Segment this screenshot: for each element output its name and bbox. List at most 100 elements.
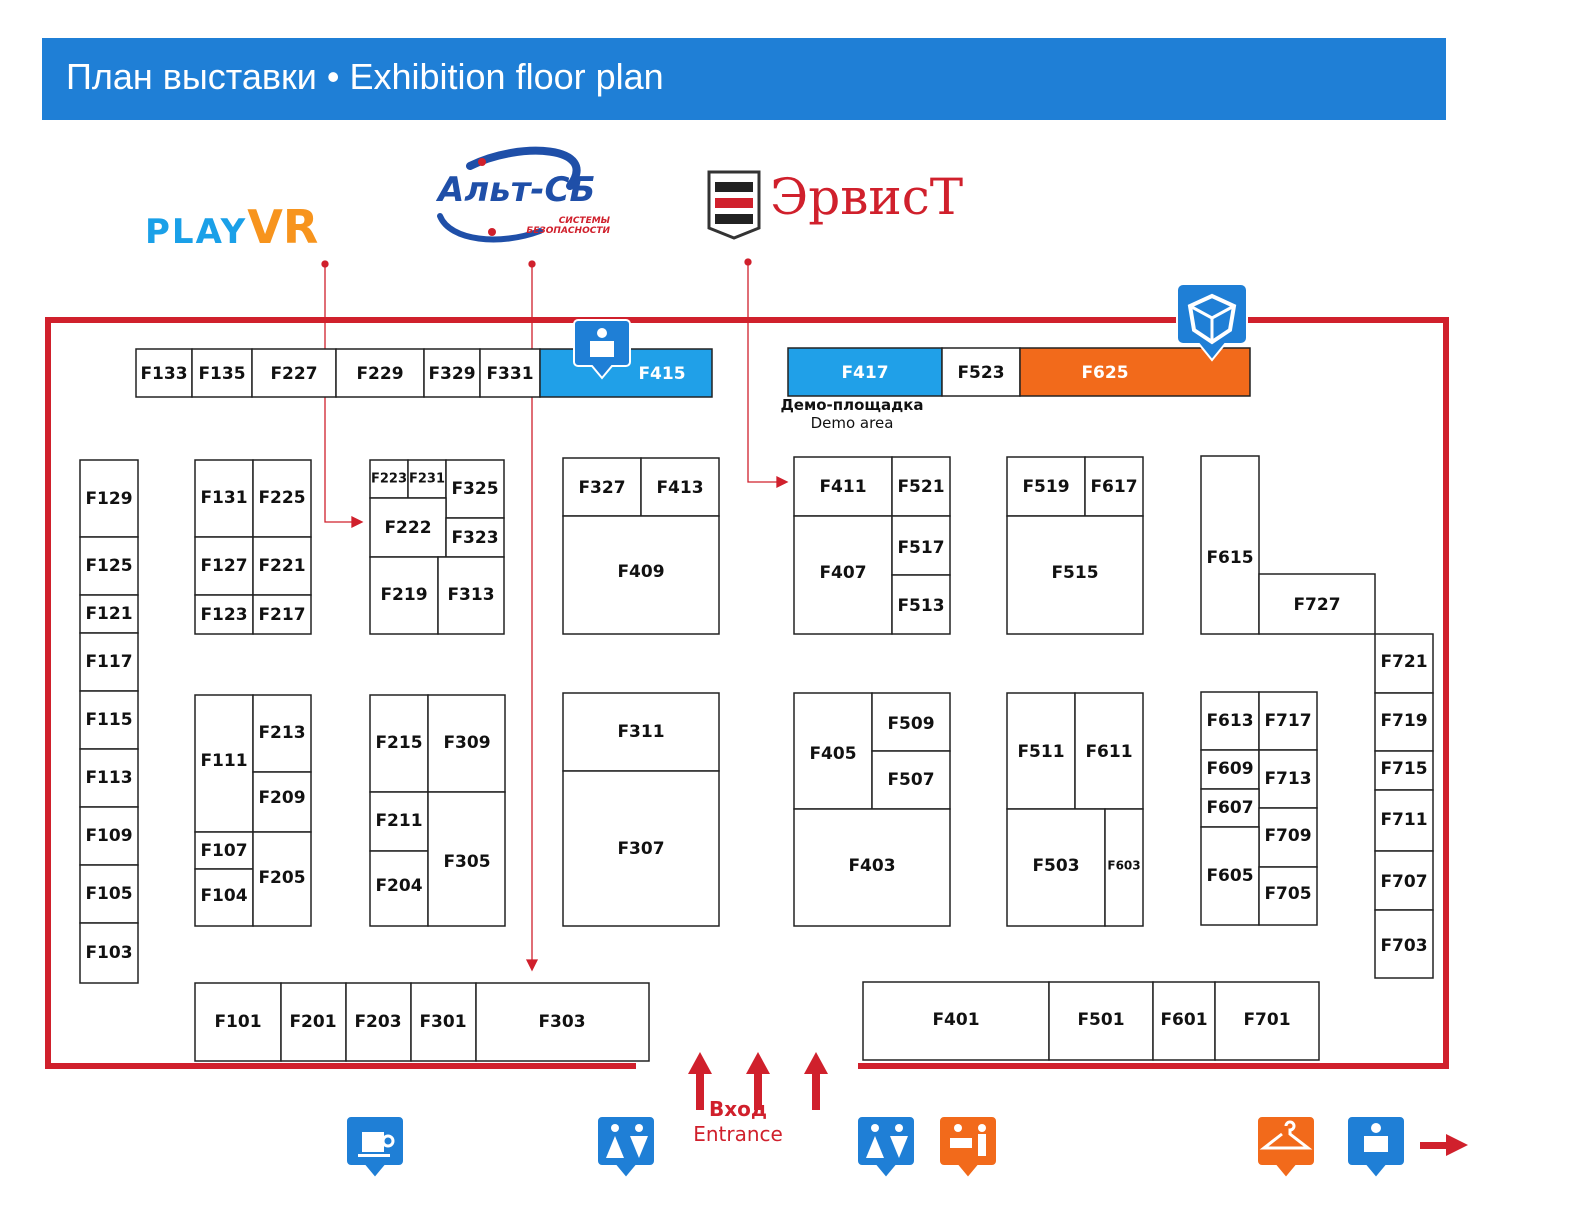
booth-F605[interactable]: F605 [1200, 826, 1260, 926]
booth-F603[interactable]: F603 [1104, 808, 1144, 927]
booth-F123[interactable]: F123 [194, 594, 254, 635]
booth-F409[interactable]: F409 [562, 515, 720, 635]
booth-F719[interactable]: F719 [1374, 692, 1434, 752]
booth-F327[interactable]: F327 [562, 457, 642, 517]
booth-F301[interactable]: F301 [410, 982, 477, 1062]
speaker-podium-icon[interactable] [1346, 1115, 1406, 1180]
speaker-podium-icon[interactable] [573, 319, 631, 380]
booth-F219[interactable]: F219 [369, 556, 439, 635]
booth-F103[interactable]: F103 [79, 922, 139, 984]
booth-F104[interactable]: F104 [194, 868, 254, 927]
booth-F217[interactable]: F217 [252, 594, 312, 635]
booth-F204[interactable]: F204 [369, 850, 429, 927]
booth-F617[interactable]: F617 [1084, 456, 1144, 517]
booth-F117[interactable]: F117 [79, 632, 139, 692]
booth-F105[interactable]: F105 [79, 864, 139, 924]
booth-F307[interactable]: F307 [562, 770, 720, 927]
booth-F205[interactable]: F205 [252, 831, 312, 927]
booth-F607[interactable]: F607 [1200, 788, 1260, 828]
booth-F109[interactable]: F109 [79, 806, 139, 866]
booth-F323[interactable]: F323 [445, 517, 505, 558]
booth-F517[interactable]: F517 [891, 515, 951, 576]
booth-F511[interactable]: F511 [1006, 692, 1076, 810]
booth-F601[interactable]: F601 [1152, 981, 1216, 1061]
booth-F229[interactable]: F229 [335, 348, 425, 398]
booth-F305[interactable]: F305 [427, 791, 506, 927]
booth-F111[interactable]: F111 [194, 694, 254, 833]
booth-F709[interactable]: F709 [1258, 807, 1318, 868]
coffee-icon[interactable] [345, 1115, 405, 1180]
booth-F107[interactable]: F107 [194, 831, 254, 870]
booth-F509[interactable]: F509 [871, 692, 951, 752]
booth-F715[interactable]: F715 [1374, 750, 1434, 791]
cloakroom-icon[interactable] [1256, 1115, 1316, 1180]
booth-F209[interactable]: F209 [252, 771, 312, 833]
booth-F127[interactable]: F127 [194, 536, 254, 596]
booth-F231[interactable]: F231 [407, 459, 447, 499]
booth-F727[interactable]: F727 [1258, 573, 1376, 635]
booth-F135[interactable]: F135 [191, 348, 253, 398]
booth-F113[interactable]: F113 [79, 748, 139, 808]
booth-F133[interactable]: F133 [135, 348, 193, 398]
booth-F215[interactable]: F215 [369, 694, 429, 793]
booth-F125[interactable]: F125 [79, 536, 139, 596]
booth-F129[interactable]: F129 [79, 459, 139, 538]
booth-F401[interactable]: F401 [862, 981, 1050, 1061]
booth-F303[interactable]: F303 [475, 982, 650, 1062]
booth-F721[interactable]: F721 [1374, 633, 1434, 694]
restroom-icon[interactable] [856, 1115, 916, 1180]
booth-F211[interactable]: F211 [369, 791, 429, 852]
booth-F203[interactable]: F203 [345, 982, 412, 1062]
booth-F717[interactable]: F717 [1258, 691, 1318, 751]
booth-F313[interactable]: F313 [437, 556, 505, 635]
booth-label: F603 [1107, 859, 1140, 873]
booth-F705[interactable]: F705 [1258, 866, 1318, 926]
booth-F707[interactable]: F707 [1374, 850, 1434, 911]
exit-arrow-icon[interactable] [1420, 1134, 1468, 1156]
booth-F311[interactable]: F311 [562, 692, 720, 772]
booth-F329[interactable]: F329 [423, 348, 481, 398]
booth-F325[interactable]: F325 [445, 459, 505, 519]
booth-F413[interactable]: F413 [640, 457, 720, 517]
playvr-logo[interactable]: PLAYVR [145, 200, 318, 254]
booth-F403[interactable]: F403 [793, 808, 951, 927]
booth-F713[interactable]: F713 [1258, 749, 1318, 809]
booth-F503[interactable]: F503 [1006, 808, 1106, 927]
registration-icon[interactable] [938, 1115, 998, 1180]
booth-F131[interactable]: F131 [194, 459, 254, 538]
booth-F223[interactable]: F223 [369, 459, 409, 499]
booth-F411[interactable]: F411 [793, 456, 893, 517]
booth-F611[interactable]: F611 [1074, 692, 1144, 810]
booth-F703[interactable]: F703 [1374, 909, 1434, 979]
booth-F523[interactable]: F523 [941, 347, 1021, 397]
booth-F613[interactable]: F613 [1200, 691, 1260, 751]
booth-F513[interactable]: F513 [891, 574, 951, 635]
booth-F417[interactable]: F417 [787, 347, 943, 397]
booth-F221[interactable]: F221 [252, 536, 312, 596]
booth-F609[interactable]: F609 [1200, 749, 1260, 790]
booth-F101[interactable]: F101 [194, 982, 282, 1062]
booth-F701[interactable]: F701 [1214, 981, 1320, 1061]
booth-F615[interactable]: F615 [1200, 455, 1260, 635]
booth-F405[interactable]: F405 [793, 692, 873, 810]
cube-logo-icon[interactable] [1176, 283, 1248, 362]
restroom-icon[interactable] [596, 1115, 656, 1180]
booth-F521[interactable]: F521 [891, 456, 951, 517]
booth-F331[interactable]: F331 [479, 348, 541, 398]
booth-F201[interactable]: F201 [280, 982, 347, 1062]
booth-F309[interactable]: F309 [427, 694, 506, 793]
booth-F407[interactable]: F407 [793, 515, 893, 635]
altsb-logo[interactable]: Альт-СБ СИСТЕМЫ БЕЗОПАСНОСТИ [430, 146, 625, 246]
booth-F121[interactable]: F121 [79, 594, 139, 634]
booth-F115[interactable]: F115 [79, 690, 139, 750]
booth-F501[interactable]: F501 [1048, 981, 1154, 1061]
booth-F711[interactable]: F711 [1374, 789, 1434, 852]
booth-F225[interactable]: F225 [252, 459, 312, 538]
booth-F213[interactable]: F213 [252, 694, 312, 773]
booth-F222[interactable]: F222 [369, 497, 447, 558]
altsb-logo-name: Альт-СБ [438, 170, 596, 210]
booth-F227[interactable]: F227 [251, 348, 337, 398]
booth-F507[interactable]: F507 [871, 750, 951, 810]
booth-F519[interactable]: F519 [1006, 456, 1086, 517]
booth-F515[interactable]: F515 [1006, 515, 1144, 635]
